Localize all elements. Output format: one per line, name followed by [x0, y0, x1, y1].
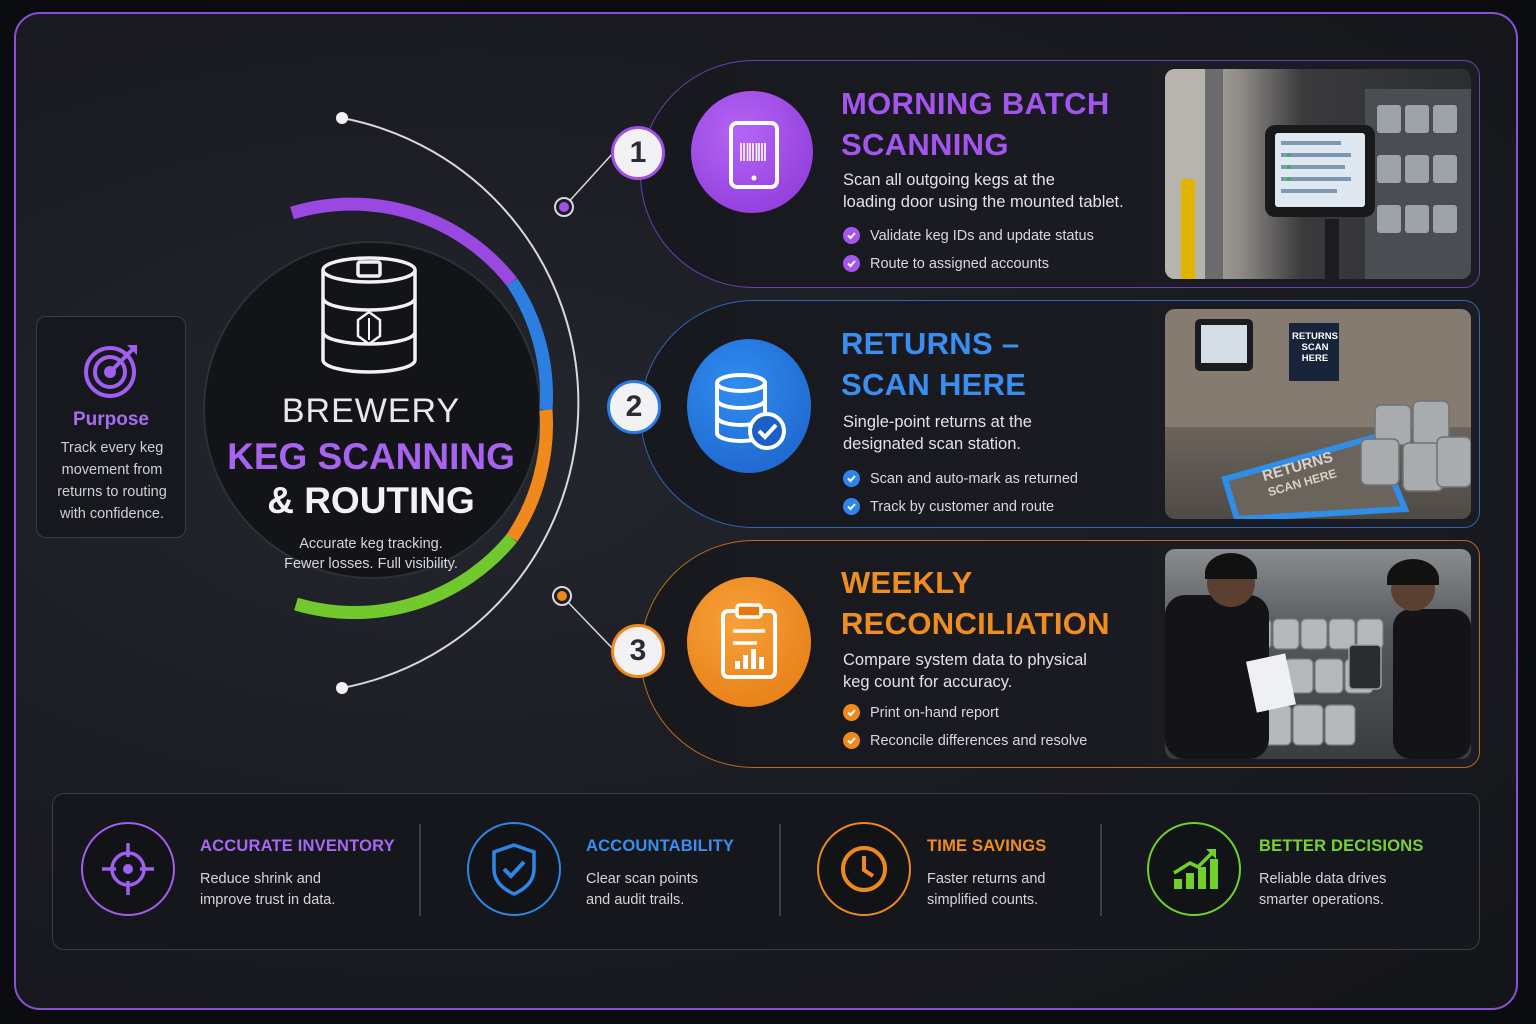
step-2-title-line-2: SCAN HERE — [841, 367, 1027, 402]
benefit-2-title: ACCOUNTABILITY — [586, 837, 735, 855]
step-badge-2: 2 — [607, 380, 661, 434]
hub-ring-orange — [506, 409, 553, 542]
hub-subtitle-line-2: Fewer losses. Full visibility. — [284, 556, 458, 572]
step-1-desc-line-2: loading door using the mounted tablet. — [843, 193, 1124, 211]
benefit-4-text: Reliable data drives smarter operations. — [1259, 869, 1449, 911]
check-icon — [843, 498, 860, 515]
benefit-divider — [779, 824, 781, 916]
step-2-desc-line-1: Single-point returns at the — [843, 413, 1032, 431]
benefit-divider — [1100, 824, 1102, 916]
purpose-card: Purpose Track every keg movement from re… — [36, 316, 186, 538]
photo-returns-station: RETURNS SCAN HERE RETURNS SCAN HERE — [1165, 309, 1471, 519]
benefit-3-text-line-1: Faster returns and — [927, 871, 1046, 887]
hub-subtitle-line-1: Accurate keg tracking. — [299, 536, 443, 552]
step-2-bullet-2: Track by customer and route — [843, 498, 1054, 515]
returns-sign-line-1: RETURNS — [1292, 331, 1338, 342]
photo-reconciliation-workers — [1165, 549, 1471, 759]
step-1-title-line-2: SCANNING — [841, 127, 1009, 162]
benefit-divider — [419, 824, 421, 916]
arc-start-dot — [336, 112, 348, 124]
hub-title-routing: & ROUTING — [267, 480, 475, 521]
benefit-4-text-line-2: smarter operations. — [1259, 892, 1384, 908]
step-3-title-line-2: RECONCILIATION — [841, 606, 1110, 641]
benefits-panel: ACCURATE INVENTORY Reduce shrink and imp… — [52, 793, 1480, 950]
database-check-icon — [687, 339, 811, 473]
benefit-1-text: Reduce shrink and improve trust in data. — [200, 869, 390, 911]
step-1-description: Scan all outgoing kegs at the loading do… — [843, 169, 1173, 213]
target-icon — [84, 345, 137, 398]
keg-icon — [321, 256, 417, 374]
step-card-weekly-reconciliation: WEEKLY RECONCILIATION Compare system dat… — [640, 540, 1480, 768]
benefit-4-text-line-1: Reliable data drives — [1259, 871, 1387, 887]
hub-ring-purple — [290, 197, 518, 287]
growth-chart-icon — [1147, 822, 1241, 916]
purpose-title: Purpose — [72, 409, 150, 430]
step-badge-3: 3 — [611, 624, 665, 678]
check-icon — [843, 227, 860, 244]
step-3-bullet-1-text: Print on-hand report — [870, 704, 999, 721]
shield-check-icon — [467, 822, 561, 916]
step-1-bullet-2: Route to assigned accounts — [843, 255, 1049, 272]
benefit-3-text: Faster returns and simplified counts. — [927, 869, 1117, 911]
clock-icon — [817, 822, 911, 916]
hub-circle — [203, 241, 541, 579]
photo-loading-door-tablet — [1165, 69, 1471, 279]
hub-ring-green — [294, 533, 518, 620]
check-icon — [843, 255, 860, 272]
step-3-description: Compare system data to physical keg coun… — [843, 649, 1163, 693]
step-1-bullet-1-text: Validate keg IDs and update status — [870, 227, 1094, 244]
step-3-desc-line-1: Compare system data to physical — [843, 651, 1087, 669]
benefit-1-text-line-1: Reduce shrink and — [200, 871, 321, 887]
timeline-arc — [341, 117, 580, 689]
benefit-2-text-line-1: Clear scan points — [586, 871, 699, 887]
purpose-text: Track every keg movement from returns to… — [57, 440, 167, 522]
benefit-2-text: Clear scan points and audit trails. — [586, 869, 776, 911]
tablet-barcode-icon — [691, 91, 813, 213]
benefit-4-title: BETTER DECISIONS — [1259, 837, 1424, 855]
check-icon — [843, 704, 860, 721]
benefit-1-text-line-2: improve trust in data. — [200, 892, 336, 908]
step-2-bullet-1: Scan and auto-mark as returned — [843, 470, 1078, 487]
connector-line-1 — [563, 151, 615, 208]
step-2-description: Single-point returns at the designated s… — [843, 411, 1163, 455]
step-3-bullet-1: Print on-hand report — [843, 704, 999, 721]
step-3-desc-line-2: keg count for accuracy. — [843, 673, 1013, 691]
step-card-returns: RETURNS – SCAN HERE Single-point returns… — [640, 300, 1480, 528]
hub-title-keg-scanning: KEG SCANNING — [227, 436, 515, 477]
step-3-bullet-2: Reconcile differences and resolve — [843, 732, 1087, 749]
step-2-title-line-1: RETURNS – — [841, 326, 1020, 361]
step-2-title: RETURNS – SCAN HERE — [841, 323, 1026, 405]
step-card-morning-batch: MORNING BATCH SCANNING Scan all outgoing… — [640, 60, 1480, 288]
benefit-3-title: TIME SAVINGS — [927, 837, 1047, 855]
step-1-title: MORNING BATCH SCANNING — [841, 83, 1110, 165]
step-1-desc-line-1: Scan all outgoing kegs at the — [843, 171, 1055, 189]
clipboard-chart-icon — [687, 577, 811, 707]
check-icon — [843, 470, 860, 487]
connector-line-3 — [561, 595, 615, 651]
step-3-title: WEEKLY RECONCILIATION — [841, 562, 1110, 644]
hub-title-brewery: BREWERY — [281, 392, 461, 430]
returns-sign-line-2: SCAN HERE — [1301, 342, 1329, 364]
benefit-1-title: ACCURATE INVENTORY — [200, 837, 395, 855]
step-1-bullet-2-text: Route to assigned accounts — [870, 255, 1049, 272]
hub-subtitle: Accurate keg tracking. Fewer losses. Ful… — [210, 534, 532, 574]
step-3-title-line-1: WEEKLY — [841, 565, 973, 600]
step-badge-1: 1 — [611, 126, 665, 180]
crosshair-icon — [81, 822, 175, 916]
step-1-title-line-1: MORNING BATCH — [841, 86, 1110, 121]
step-2-bullet-2-text: Track by customer and route — [870, 498, 1055, 515]
step-3-bullet-2-text: Reconcile differences and resolve — [870, 732, 1088, 749]
check-icon — [843, 732, 860, 749]
hub-ring-blue — [506, 278, 553, 411]
benefit-3-text-line-2: simplified counts. — [927, 892, 1039, 908]
arc-end-dot — [336, 682, 348, 694]
benefit-2-text-line-2: and audit trails. — [586, 892, 685, 908]
returns-sign: RETURNS SCAN HERE — [1292, 331, 1338, 364]
step-1-bullet-1: Validate keg IDs and update status — [843, 227, 1094, 244]
step-2-bullet-1-text: Scan and auto-mark as returned — [870, 470, 1078, 487]
step-2-desc-line-2: designated scan station. — [843, 435, 1021, 453]
